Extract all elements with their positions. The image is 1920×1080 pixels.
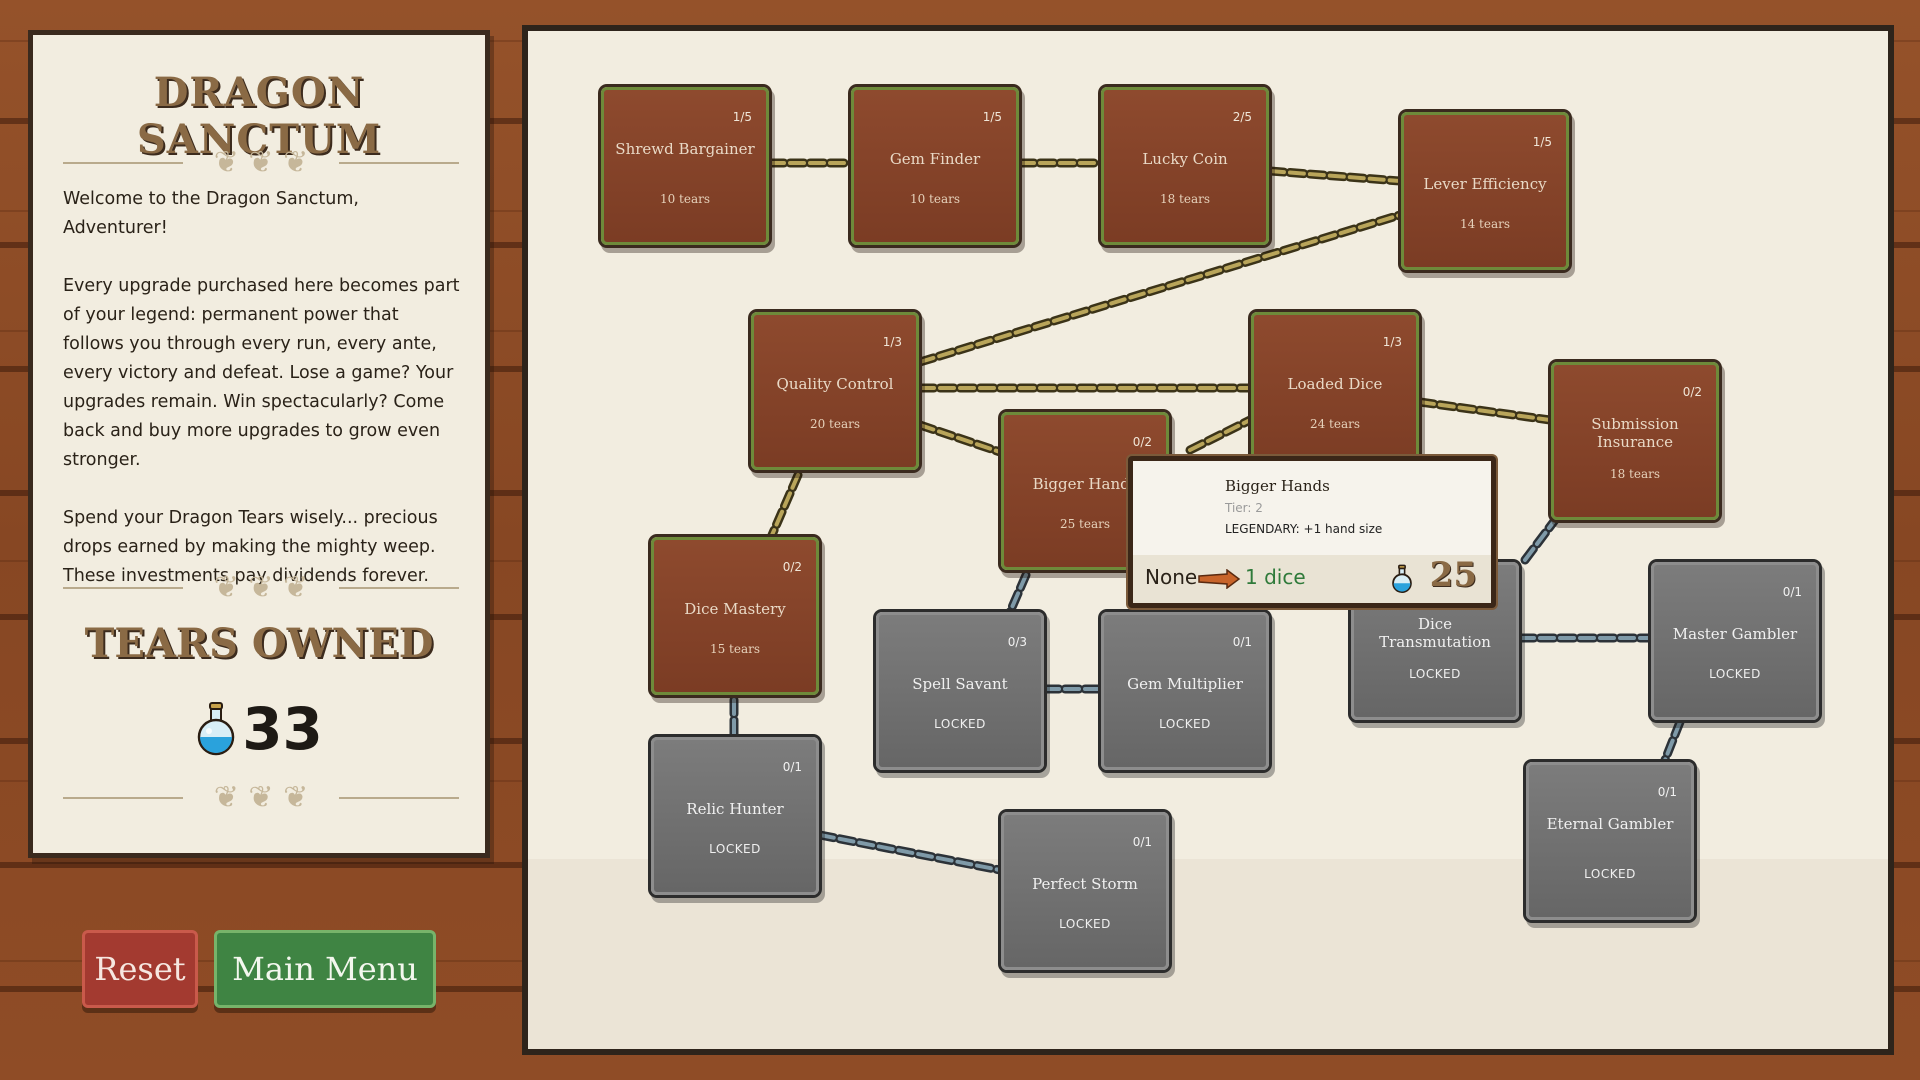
node-name: Shrewd Bargainer — [615, 140, 755, 158]
intro-paragraph: Every upgrade purchased here becomes par… — [63, 276, 460, 470]
node-cost: LOCKED — [1709, 667, 1761, 681]
node-cost: 10 tears — [909, 192, 961, 206]
potion-icon — [195, 701, 237, 757]
node-tier: 0/2 — [1682, 385, 1702, 399]
node-tier: 0/1 — [1782, 585, 1802, 599]
node-relic-hunter[interactable]: 0/1 Relic Hunter LOCKED — [651, 737, 819, 895]
intro-paragraph: Spend your Dragon Tears wisely... precio… — [63, 508, 438, 586]
node-tier: 1/5 — [982, 110, 1002, 124]
node-tier: 0/3 — [1007, 635, 1027, 649]
intro-paragraph: Welcome to the Dragon Sanctum, Adventure… — [63, 189, 359, 238]
node-tier: 2/5 — [1232, 110, 1252, 124]
node-name: Bigger Hands — [1032, 475, 1138, 493]
node-cost: 18 tears — [1609, 467, 1661, 481]
tears-owned-display: 33 — [33, 695, 485, 763]
tooltip-next-value: 1 dice — [1245, 565, 1306, 589]
node-name: Perfect Storm — [1032, 875, 1138, 893]
node-cost: 24 tears — [1309, 417, 1361, 431]
node-lever-efficiency[interactable]: 1/5 Lever Efficiency 14 tears — [1401, 112, 1569, 270]
tooltip-description: LEGENDARY: +1 hand size — [1225, 522, 1383, 536]
node-shrewd-bargainer[interactable]: 1/5 Shrewd Bargainer 10 tears — [601, 87, 769, 245]
info-panel: DRAGON SANCTUM ❦ ❦ ❦ Welcome to the Drag… — [28, 30, 490, 858]
node-gem-finder[interactable]: 1/5 Gem Finder 10 tears — [851, 87, 1019, 245]
tooltip-title: Bigger Hands — [1225, 477, 1330, 495]
node-cost: 18 tears — [1159, 192, 1211, 206]
potion-icon — [1391, 564, 1413, 598]
upgrade-tooltip: Bigger Hands Tier: 2 LEGENDARY: +1 hand … — [1128, 456, 1496, 608]
node-tier: 0/1 — [1232, 635, 1252, 649]
tooltip-tier: Tier: 2 — [1225, 501, 1263, 515]
node-tier: 0/2 — [1132, 435, 1152, 449]
node-name: Submission Insurance — [1591, 415, 1679, 451]
node-name: Relic Hunter — [686, 800, 784, 818]
node-name: Lucky Coin — [1142, 150, 1228, 168]
node-cost: LOCKED — [709, 842, 761, 856]
node-master-gambler[interactable]: 0/1 Master Gambler LOCKED — [1651, 562, 1819, 720]
node-gem-multiplier[interactable]: 0/1 Gem Multiplier LOCKED — [1101, 612, 1269, 770]
node-lucky-coin[interactable]: 2/5 Lucky Coin 18 tears — [1101, 87, 1269, 245]
main-menu-button[interactable]: Main Menu — [214, 930, 436, 1008]
node-name: Eternal Gambler — [1546, 815, 1674, 833]
node-dice-mastery[interactable]: 0/2 Dice Mastery 15 tears — [651, 537, 819, 695]
node-submission-insurance[interactable]: 0/2 Submission Insurance 18 tears — [1551, 362, 1719, 520]
ornament-divider: ❦ ❦ ❦ — [63, 145, 459, 181]
node-tier: 1/5 — [1532, 135, 1552, 149]
node-cost: LOCKED — [1159, 717, 1211, 731]
node-spell-savant[interactable]: 0/3 Spell Savant LOCKED — [876, 612, 1044, 770]
tooltip-cost: 25 — [1429, 555, 1477, 595]
tooltip-upgrade-bar: None 1 dice 25 — [1133, 555, 1491, 603]
node-cost: 10 tears — [659, 192, 711, 206]
node-name: Lever Efficiency — [1423, 175, 1547, 193]
node-tier: 0/1 — [782, 760, 802, 774]
node-tier: 0/1 — [1657, 785, 1677, 799]
reset-button[interactable]: Reset — [82, 930, 198, 1008]
node-tier: 0/2 — [782, 560, 802, 574]
node-tier: 0/1 — [1132, 835, 1152, 849]
node-cost: LOCKED — [1059, 917, 1111, 931]
node-name: Gem Finder — [889, 150, 981, 168]
node-name: Gem Multiplier — [1127, 675, 1243, 693]
node-tier: 1/5 — [732, 110, 752, 124]
ornament-divider: ❦ ❦ ❦ — [63, 780, 459, 816]
ornament-divider: ❦ ❦ ❦ — [63, 570, 459, 606]
node-name: Loaded Dice — [1287, 375, 1383, 393]
tears-count: 33 — [242, 695, 323, 763]
tears-owned-title: TEARS OWNED — [84, 620, 434, 667]
node-name: Dice Mastery — [684, 600, 786, 618]
node-loaded-dice[interactable]: 1/3 Loaded Dice 24 tears — [1251, 312, 1419, 470]
node-cost: 14 tears — [1459, 217, 1511, 231]
arrow-icon — [1197, 568, 1241, 593]
node-quality-control[interactable]: 1/3 Quality Control 20 tears — [751, 312, 919, 470]
node-eternal-gambler[interactable]: 0/1 Eternal Gambler LOCKED — [1526, 762, 1694, 920]
node-cost: 25 tears — [1059, 517, 1111, 531]
node-cost: LOCKED — [1409, 667, 1461, 681]
node-tier: 1/3 — [1382, 335, 1402, 349]
node-name: Quality Control — [776, 375, 894, 393]
node-name: Master Gambler — [1672, 625, 1798, 643]
intro-text: Welcome to the Dragon Sanctum, Adventure… — [63, 185, 463, 620]
node-name: Dice Transmutation — [1379, 615, 1491, 651]
node-perfect-storm[interactable]: 0/1 Perfect Storm LOCKED — [1001, 812, 1169, 970]
node-cost: 15 tears — [709, 642, 761, 656]
node-cost: LOCKED — [934, 717, 986, 731]
panel-title: DRAGON SANCTUM — [136, 69, 382, 163]
node-cost: 20 tears — [809, 417, 861, 431]
node-name: Spell Savant — [912, 675, 1008, 693]
node-tier: 1/3 — [882, 335, 902, 349]
node-cost: LOCKED — [1584, 867, 1636, 881]
tooltip-current-value: None — [1145, 565, 1198, 589]
